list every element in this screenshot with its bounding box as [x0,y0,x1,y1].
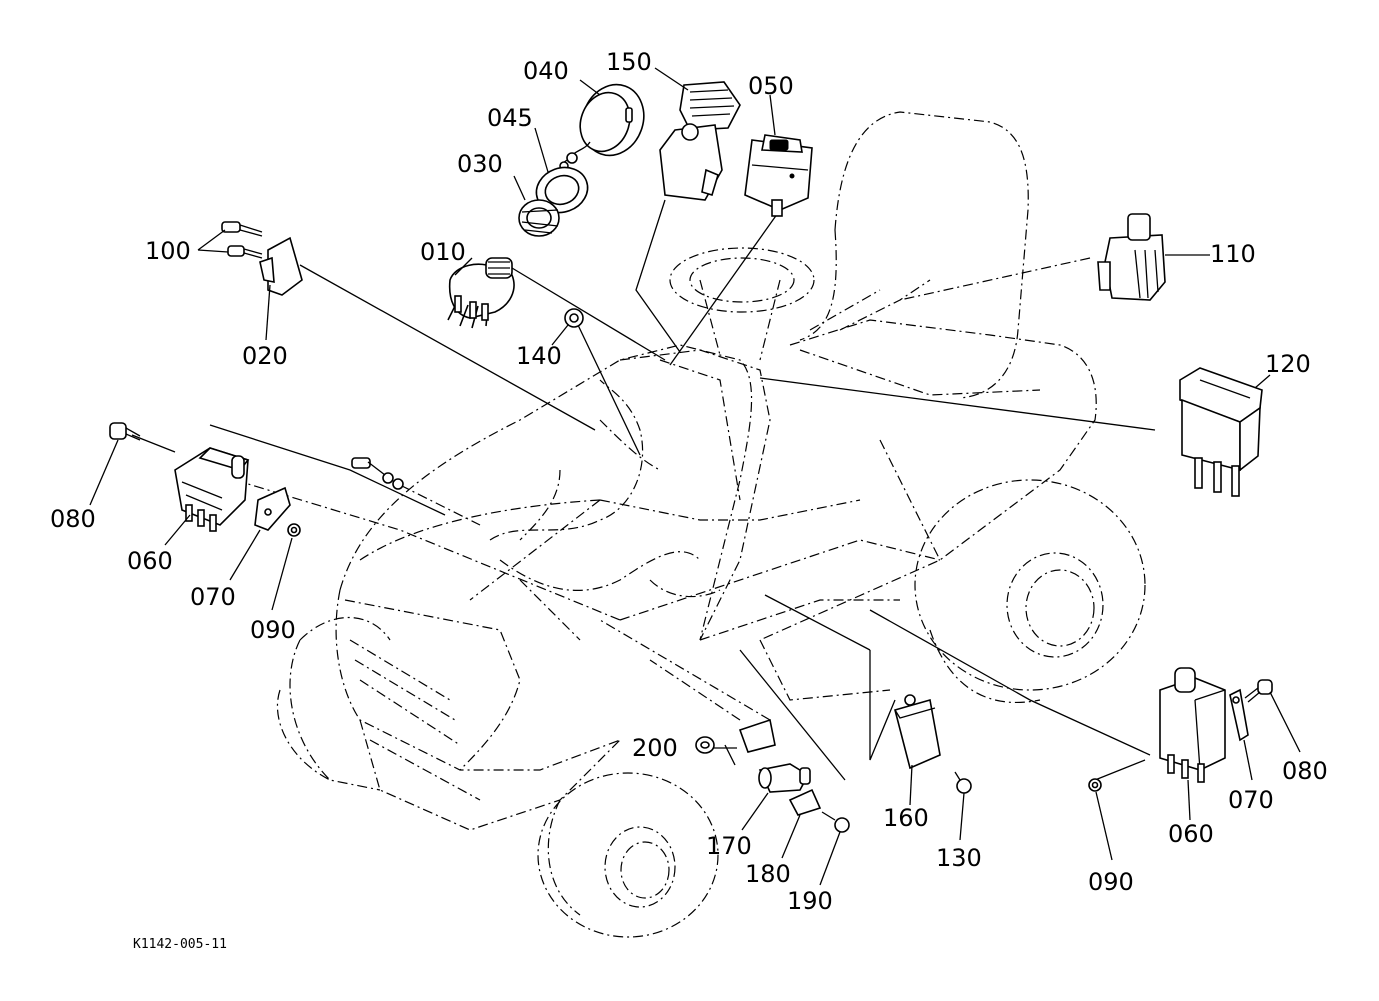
label-160: 160 [883,804,929,832]
key-cap-040 [559,83,645,171]
bracket-070-left [254,486,291,531]
label-110: 110 [1210,240,1256,268]
sensor-170 [758,763,811,793]
screws-100 [221,221,263,259]
connector-near-170 [724,718,776,766]
switch-110 [1097,213,1166,301]
ignition-switch-010 [447,257,515,329]
clip-180 [788,788,822,816]
label-040: 040 [523,57,569,85]
bezel-ring-045 [535,166,589,214]
relay-160 [894,694,941,770]
label-070-right: 070 [1228,786,1274,814]
label-080-left: 080 [50,505,96,533]
label-020: 020 [242,342,288,370]
label-050: 050 [748,72,794,100]
connector-150 [659,81,741,201]
screw-130 [954,771,972,794]
screw-190 [821,811,850,833]
label-010: 010 [420,238,466,266]
label-070-left: 070 [190,583,236,611]
leader-lines [131,199,1156,781]
label-045: 045 [487,104,533,132]
label-leaders [89,67,1301,886]
label-080-right: 080 [1282,757,1328,785]
solenoid-060-left [174,447,250,532]
label-100: 100 [145,237,191,265]
label-190: 190 [787,887,833,915]
switch-060-right [1159,667,1226,783]
label-180: 180 [745,860,791,888]
part-labels: 040 150 050 045 030 100 010 110 020 140 … [50,48,1328,952]
label-150: 150 [606,48,652,76]
label-140: 140 [516,342,562,370]
nut-090-left [287,523,301,537]
label-090-left: 090 [250,616,296,644]
label-170: 170 [706,832,752,860]
switch-120 [1179,367,1263,497]
bolt-washer-hood [351,457,404,490]
bolt-080-left [109,422,141,441]
bracket-070-right [1229,688,1249,742]
bolt-080-right [1244,679,1273,703]
label-200: 200 [632,734,678,762]
label-090-right: 090 [1088,868,1134,896]
relay-020 [259,236,303,296]
switch-050 [744,134,813,217]
label-060-right: 060 [1168,820,1214,848]
label-130: 130 [936,844,982,872]
tractor-outline [276,111,1146,938]
label-030: 030 [457,150,503,178]
nut-090-right [1088,778,1102,792]
reference-code: K1142-005-11 [133,937,227,952]
label-120: 120 [1265,350,1311,378]
label-060-left: 060 [127,547,173,575]
grommet-140 [564,308,584,328]
nut-200 [695,736,715,754]
nut-030 [518,199,560,237]
